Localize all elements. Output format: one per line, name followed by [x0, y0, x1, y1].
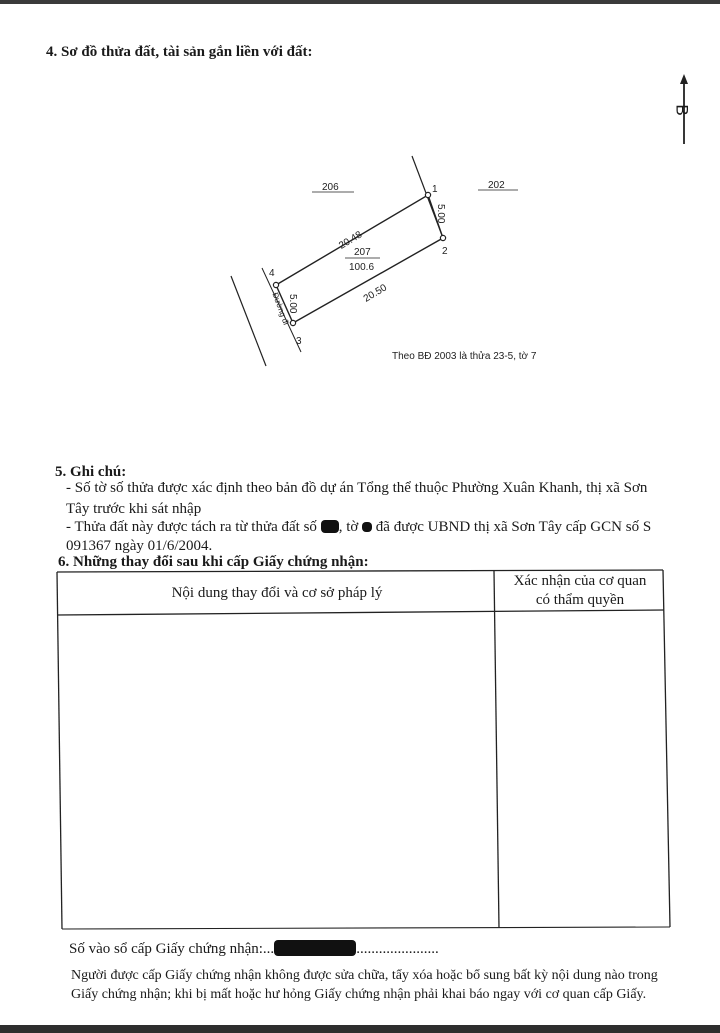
- column-header-content: Nội dung thay đổi và cơ sở pháp lý: [171, 585, 383, 601]
- corner-1-label: 1: [432, 184, 438, 195]
- registry-dots: ......................: [356, 941, 439, 957]
- corner-point: [289, 319, 297, 327]
- registry-label: Số vào sổ cấp Giấy chứng nhận:...: [69, 941, 275, 957]
- section-6-title: 6. Những thay đổi sau khi cấp Giấy chứng…: [58, 554, 369, 570]
- parcel-diagram: 206 202 207 100.6 20.48 20.50 5.00 5.00 …: [230, 155, 537, 367]
- corner-point: [439, 234, 447, 242]
- edge-right-length: 5.00: [435, 204, 446, 224]
- map-note: Theo BĐ 2003 là thửa 23-5, tờ 7: [392, 350, 537, 362]
- redaction-mark: [362, 522, 373, 532]
- column-header-authority-line-2: có thẩm quyền: [535, 592, 625, 608]
- note-line-4: 091367 ngày 01/6/2004.: [66, 538, 213, 554]
- parcel-number: 207: [354, 247, 371, 258]
- corner-point: [272, 281, 280, 289]
- changes-table: [56, 569, 671, 930]
- redaction-mark: [320, 520, 339, 533]
- column-header-authority-line-1: Xác nhận của cơ quan: [513, 573, 647, 589]
- north-label: B: [672, 104, 692, 116]
- section-5-title: 5. Ghi chú:: [55, 464, 127, 480]
- note-line-3-part-a: - Thửa đất này được tách ra từ thửa đất …: [66, 519, 317, 535]
- note-line-2: Tây trước khi sát nhập: [66, 501, 202, 517]
- note-line-1: - Số tờ số thửa được xác định theo bản đ…: [66, 480, 648, 496]
- neighbor-202: 202: [488, 180, 505, 191]
- corner-2-label: 2: [442, 246, 448, 257]
- bottom-edge: [0, 1025, 720, 1033]
- note-line-3-part-b: , tờ: [338, 519, 359, 535]
- corner-point: [424, 191, 432, 199]
- edge-bottom-length: 20.50: [362, 282, 389, 305]
- north-arrow-icon: [672, 74, 696, 146]
- section-4-title: 4. Sơ đồ thửa đất, tài sản gắn liền với …: [46, 44, 313, 60]
- registry-number-line: Số vào sổ cấp Giấy chứng nhận:..........…: [69, 937, 439, 958]
- note-line-3: - Thửa đất này được tách ra từ thửa đất …: [66, 517, 651, 538]
- warning-line-2: Giấy chứng nhận; khi bị mất hoặc hư hỏng…: [71, 987, 647, 1002]
- road-edge-line: [261, 267, 302, 353]
- road-edge-line: [230, 275, 267, 367]
- warning-line-1: Người được cấp Giấy chứng nhận không đượ…: [71, 968, 658, 983]
- top-edge: [0, 0, 720, 4]
- corner-3-label: 3: [296, 336, 302, 347]
- parcel-area: 100.6: [349, 262, 374, 273]
- edge-left-length: 5.00: [287, 294, 298, 314]
- column-header-authority: Xác nhận của cơ quan có thẩm quyền: [496, 572, 664, 610]
- neighbor-206: 206: [322, 182, 339, 193]
- parcel-polygon: [275, 193, 444, 324]
- note-line-3-part-c: đã được UBND thị xã Sơn Tây cấp GCN số S: [375, 519, 652, 535]
- corner-4-label: 4: [269, 268, 275, 279]
- redaction-mark: [274, 940, 357, 956]
